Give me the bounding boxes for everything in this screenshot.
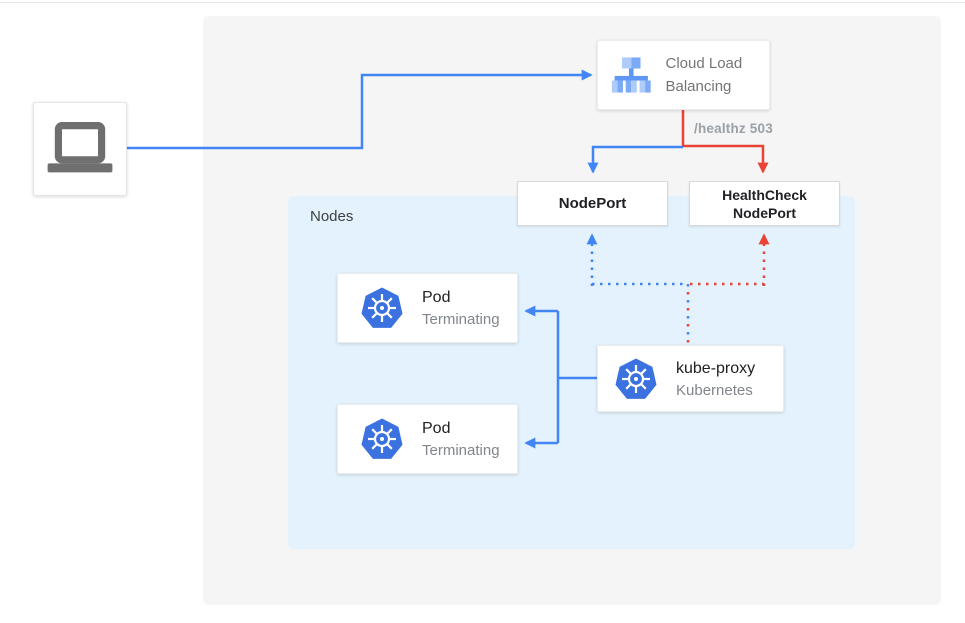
nodeport-node: NodePort	[517, 181, 668, 226]
healthcheck-nodeport-label-line2: NodePort	[733, 204, 796, 221]
load-balancer-icon	[611, 57, 651, 93]
client-node	[33, 102, 127, 196]
kube-proxy-title: kube-proxy	[676, 359, 756, 377]
lb-to-nodeport-line	[587, 145, 683, 174]
lb-to-healthcheck-line	[681, 110, 769, 174]
client-to-lb-line	[127, 69, 593, 150]
top-divider	[0, 2, 965, 3]
pod-2-title: Pod	[422, 420, 451, 437]
kubernetes-icon	[361, 287, 403, 328]
nodes-group-label: Nodes	[310, 208, 354, 225]
healthcheck-nodeport-label-line1: HealthCheck	[722, 186, 807, 203]
pod-2-status: Terminating	[422, 442, 500, 459]
pod-1-node: Pod Terminating	[337, 273, 518, 343]
nodeport-label: NodePort	[558, 194, 627, 212]
cloud-load-balancing-label: Cloud Load Balancing	[665, 55, 743, 95]
pod-1-title: Pod	[422, 289, 451, 306]
kube-proxy-node: kube-proxy Kubernetes	[597, 345, 784, 412]
healthcheck-nodeport-node: HealthCheck NodePort	[689, 181, 840, 226]
kubernetes-icon	[361, 418, 403, 459]
laptop-icon	[47, 122, 113, 173]
kubernetes-icon	[615, 358, 657, 399]
kube-proxy-subtitle: Kubernetes	[676, 381, 753, 399]
kubeproxy-branch-line	[556, 311, 597, 443]
healthz-status-label: /healthz 503	[694, 121, 773, 136]
pod-2-node: Pod Terminating	[337, 404, 518, 474]
pod-1-status: Terminating	[422, 311, 500, 328]
cloud-load-balancing-node: Cloud Load Balancing	[597, 40, 770, 110]
